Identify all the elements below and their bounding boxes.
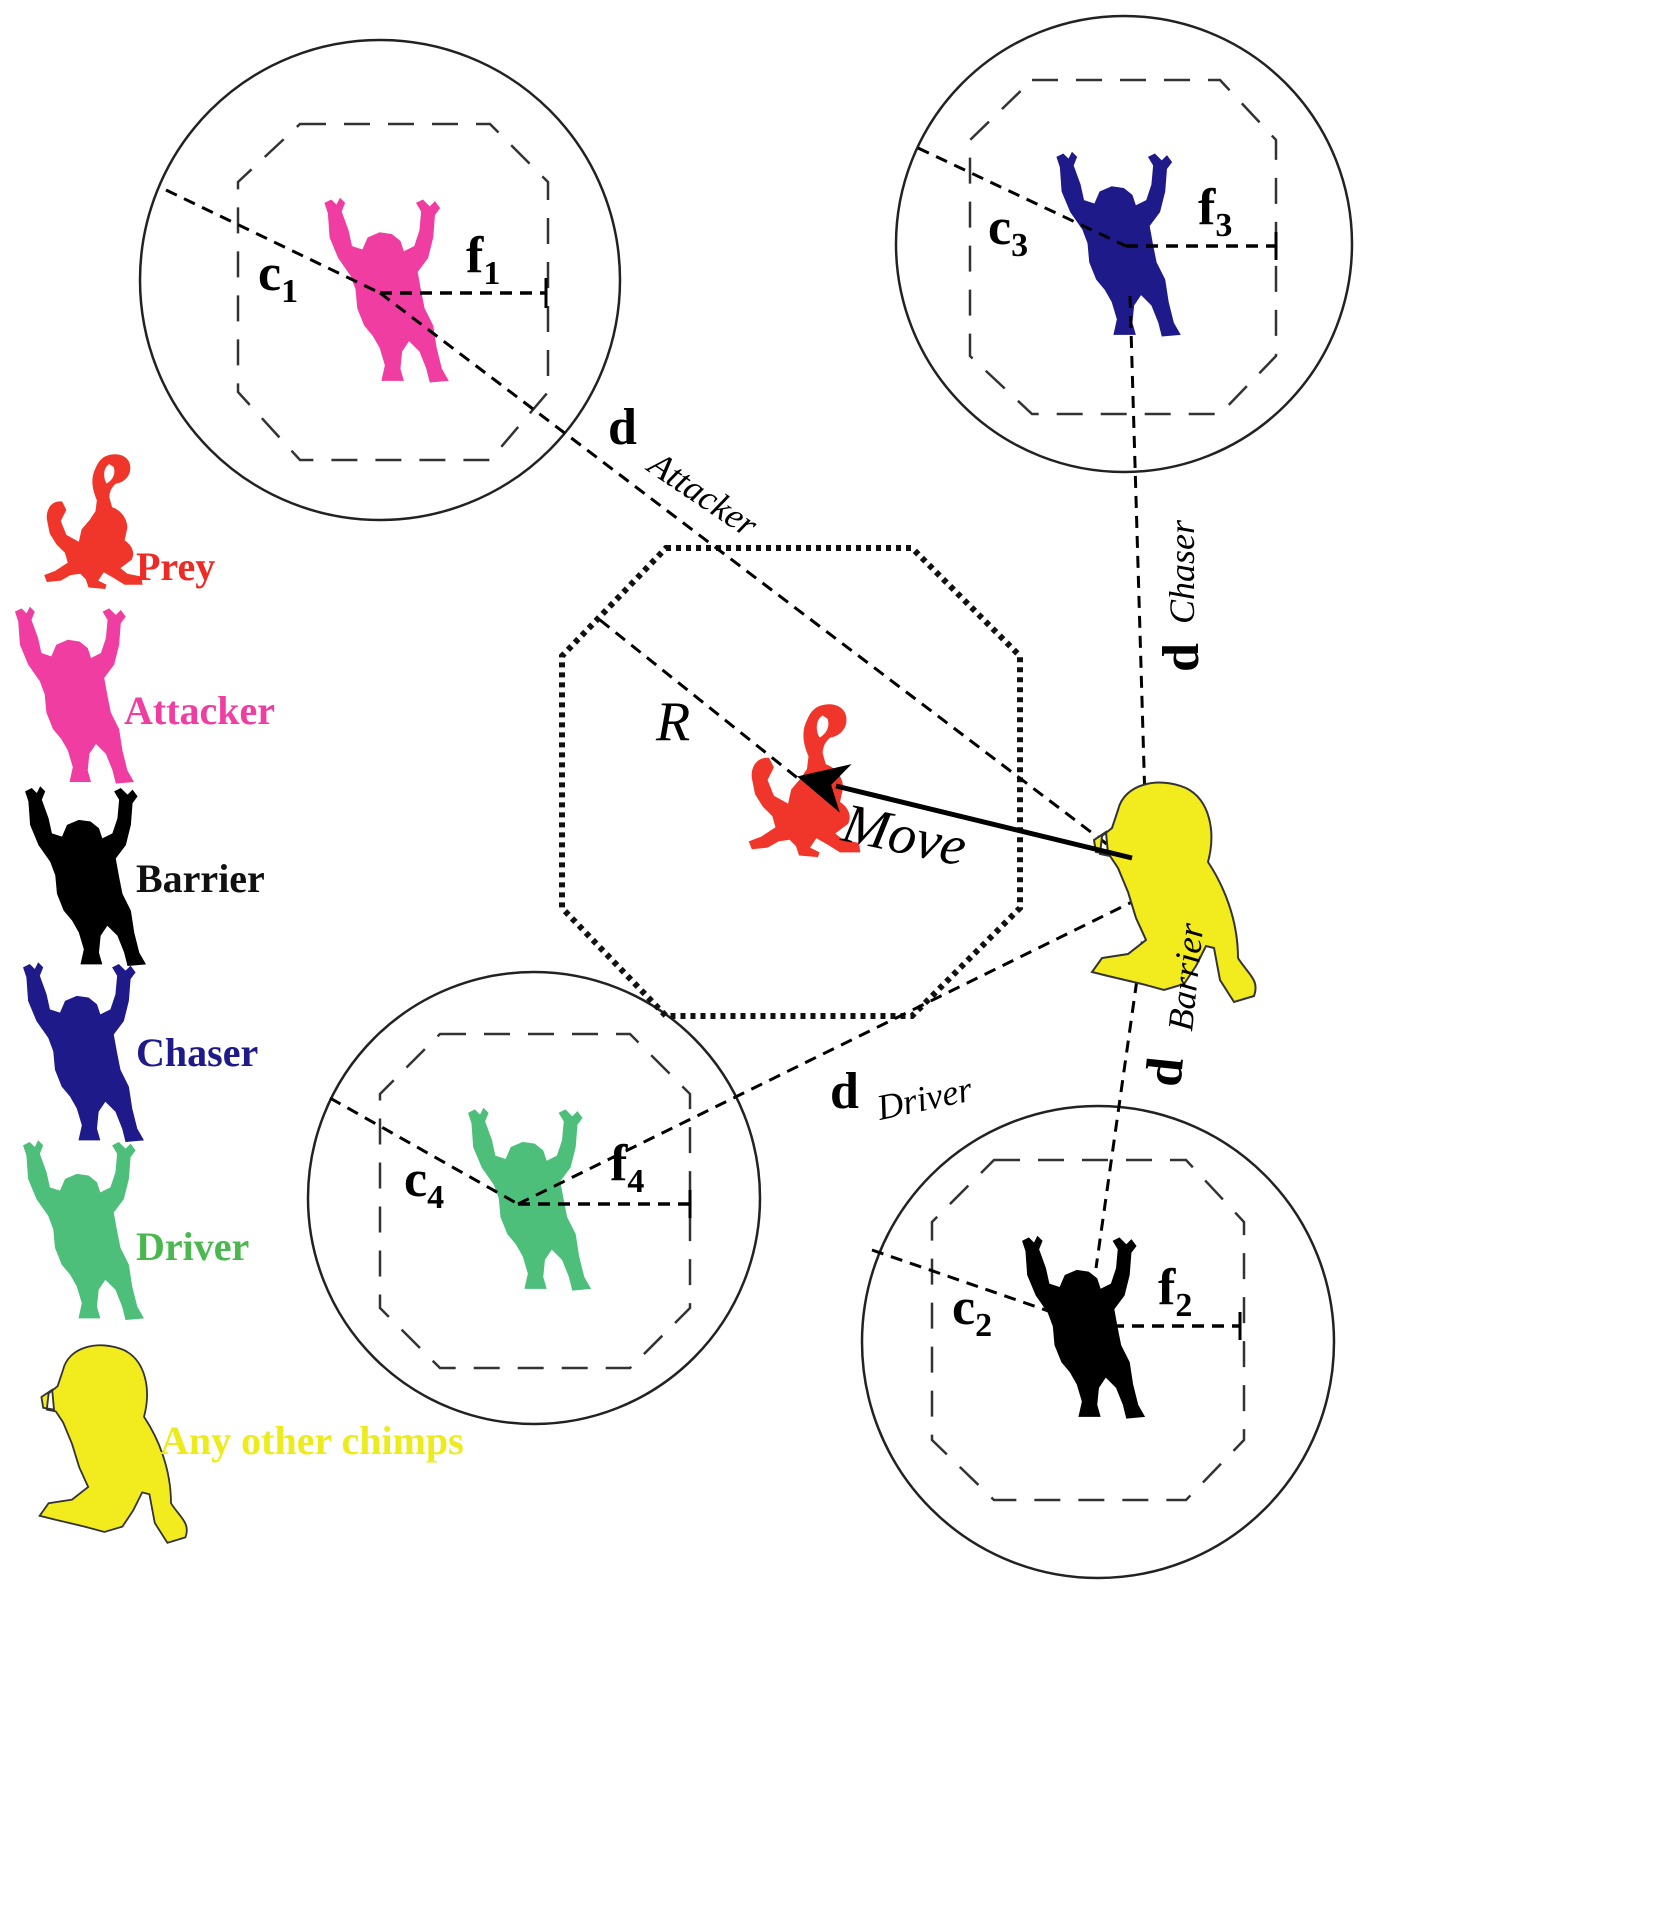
attacker-f-label: f1 xyxy=(466,227,500,292)
d-chaser-label: d xyxy=(1153,643,1210,672)
c3-line xyxy=(917,146,1127,248)
legend-item-prey: Prey xyxy=(44,454,215,589)
barrier-zone: c2 f2 xyxy=(860,1104,1336,1580)
move-label: Move xyxy=(836,792,972,879)
d-driver-label: d xyxy=(830,1063,859,1120)
other-chimp xyxy=(1090,781,1257,1004)
driver-c-label: c4 xyxy=(404,1151,444,1216)
chaser-zone: c3 f3 xyxy=(894,14,1354,474)
legend-other-label: Any other chimps xyxy=(160,1418,464,1463)
legend-attacker-label: Attacker xyxy=(124,688,275,733)
legend-driver-label: Driver xyxy=(136,1224,249,1269)
barrier-f-label: f2 xyxy=(1158,1259,1192,1324)
d-driver-line xyxy=(517,898,1137,1206)
chaser-inner-octagon xyxy=(968,78,1278,416)
barrier-inner-octagon xyxy=(930,1158,1246,1502)
c4-line xyxy=(329,1096,519,1206)
attacker-zone: c1 f1 xyxy=(138,38,622,522)
legend-barrier-icon xyxy=(25,786,146,967)
d-attacker-subscript: Attacker xyxy=(640,442,766,545)
barrier-outer-circle xyxy=(860,1104,1336,1580)
chaser-f-label: f3 xyxy=(1198,179,1232,244)
d-attacker-label: d xyxy=(608,399,637,456)
barrier-c-label: c2 xyxy=(952,1279,992,1344)
legend-item-other xyxy=(38,1344,188,1544)
legend: Prey Attacker Barrier Chaser Driver Any … xyxy=(14,454,464,1544)
move-arrow xyxy=(797,764,1133,861)
radius-label: R xyxy=(655,691,690,753)
legend-other-chimp-icon xyxy=(38,1344,188,1544)
chaser-outer-circle xyxy=(894,14,1354,474)
driver-zone: c4 f4 xyxy=(306,970,762,1426)
legend-chaser-label: Chaser xyxy=(136,1030,258,1075)
driver-chimp-icon xyxy=(468,1107,592,1291)
d-attacker-line xyxy=(379,291,1113,850)
attacker-inner-octagon xyxy=(236,122,550,462)
legend-item-barrier: Barrier xyxy=(25,786,265,967)
attacker-outer-circle xyxy=(138,38,622,522)
driver-inner-octagon xyxy=(378,1032,692,1370)
d-barrier-label: d xyxy=(1135,1054,1195,1089)
legend-attacker-icon xyxy=(14,606,134,784)
prey-zone-octagon xyxy=(559,545,1023,1019)
legend-prey-label: Prey xyxy=(136,544,215,589)
d-driver-subscript: Driver xyxy=(872,1069,976,1128)
legend-barrier-label: Barrier xyxy=(136,856,265,901)
barrier-chimp-icon xyxy=(1022,1235,1146,1419)
legend-chaser-icon xyxy=(23,962,144,1143)
attacker-c-label: c1 xyxy=(258,245,298,310)
driver-outer-circle xyxy=(306,970,762,1426)
other-chimp-icon xyxy=(1090,781,1257,1004)
legend-driver-icon xyxy=(23,1140,144,1321)
legend-item-driver: Driver xyxy=(23,1140,249,1321)
radius-line xyxy=(599,618,801,782)
attacker-chimp-icon xyxy=(324,197,449,383)
legend-item-attacker: Attacker xyxy=(14,606,275,784)
legend-item-chaser: Chaser xyxy=(23,962,258,1143)
legend-prey-icon xyxy=(44,454,143,589)
d-chaser-subscript: Chaser xyxy=(1162,519,1202,624)
driver-f-label: f4 xyxy=(610,1135,644,1200)
chaser-c-label: c3 xyxy=(988,199,1028,264)
